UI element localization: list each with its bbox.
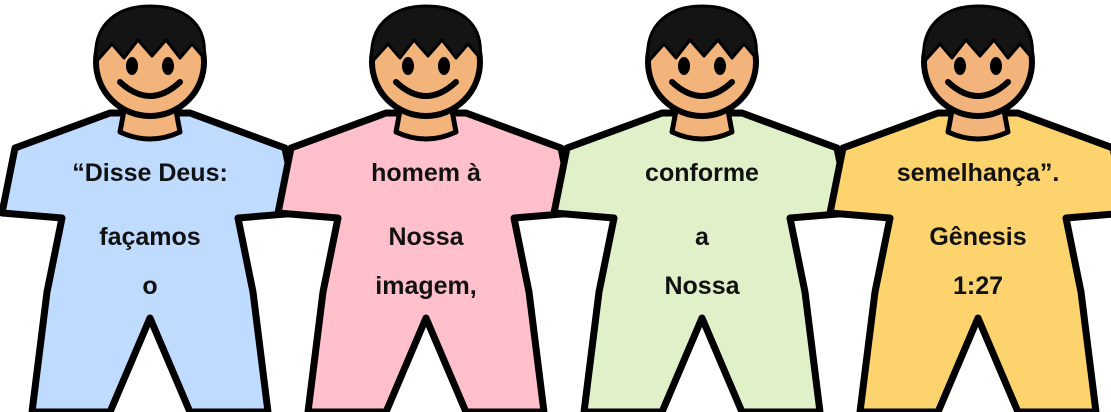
paper-doll-figure-3 [550, 4, 854, 412]
caption-line: conforme [645, 159, 759, 187]
caption-line: o [142, 272, 158, 300]
caption-line: homem à [371, 159, 481, 187]
paper-doll-figure-1 [0, 4, 302, 412]
hair [370, 4, 482, 64]
shirt-body [826, 109, 1111, 412]
caption-line: imagem, [375, 272, 477, 300]
right-eye [990, 57, 1002, 75]
hair [646, 4, 758, 64]
smile [669, 79, 735, 99]
hair [922, 4, 1034, 64]
right-eye [438, 57, 450, 75]
paper-doll-figure-2 [274, 4, 578, 412]
caption-line: Nossa [388, 223, 464, 251]
shirt-body [274, 109, 578, 412]
caption-line: semelhança”. [896, 159, 1060, 187]
left-eye [954, 57, 966, 75]
smile [117, 79, 183, 99]
paper-doll-figure-4 [826, 4, 1111, 412]
right-eye [162, 57, 174, 75]
smiling-face-icon [93, 4, 207, 119]
smile [945, 79, 1011, 99]
caption-line: 1:27 [952, 272, 1004, 300]
shirt-body [550, 109, 854, 412]
caption-line: “Disse Deus: [72, 159, 228, 187]
caption-line: Nossa [664, 272, 740, 300]
caption-line: façamos [99, 223, 201, 251]
smiling-face-icon [921, 4, 1035, 119]
left-eye [678, 57, 690, 75]
left-eye [126, 57, 138, 75]
hair [94, 4, 206, 64]
shirt-body [0, 109, 302, 412]
caption-line: Gênesis [929, 223, 1027, 251]
smiling-face-icon [369, 4, 483, 119]
smile [393, 79, 459, 99]
right-eye [714, 57, 726, 75]
caption-line: a [695, 223, 709, 251]
smiling-face-icon [645, 4, 759, 119]
left-eye [402, 57, 414, 75]
